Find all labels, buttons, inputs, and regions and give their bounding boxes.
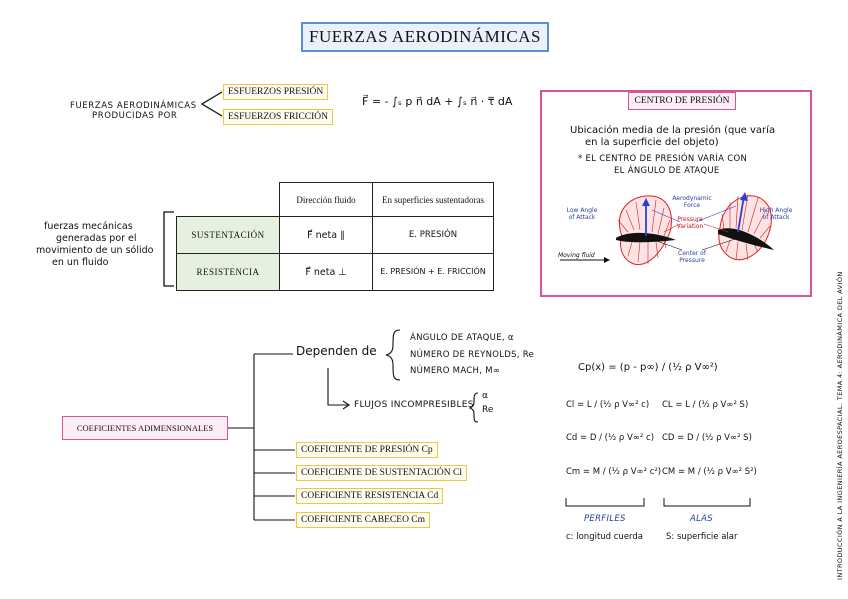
- airfoil-pressure-figure: [560, 192, 774, 266]
- fig-high-angle-label: High Angle of Attack: [759, 207, 793, 221]
- formula-cp: Cp(x) = (p - p∞) / (½ ρ V∞²): [578, 362, 718, 373]
- row-surface: E. PRESIÓN + E. FRICCIÓN: [372, 253, 494, 291]
- coef-item-cp: COEFICIENTE DE PRESIÓN Cp: [296, 442, 438, 458]
- coef-item-cl: COEFICIENTE DE SUSTENTACIÓN Cl: [296, 465, 467, 481]
- mechanical-bracket: [163, 211, 174, 287]
- coefficients-main-box: COEFICIENTES ADIMENSIONALES: [62, 416, 228, 440]
- fig-low-angle-label: Low Angle of Attack: [566, 207, 598, 221]
- box-esfuerzos-presion: ESFUERZOS PRESIÓN: [223, 84, 329, 100]
- coef-item-cm: COEFICIENTE CABECEO Cm: [296, 512, 431, 528]
- depends-on-label: Dependen de: [296, 344, 377, 358]
- fig-pressure-variation-label: Pressure Variation: [676, 216, 704, 230]
- row-label-resistencia: RESISTENCIA: [176, 253, 280, 291]
- row-direction: F⃗ neta ∥: [279, 216, 373, 254]
- cop-note-line2: EL ÁNGULO DE ATAQUE: [614, 166, 720, 176]
- forces-table: Dirección fluido En superficies sustenta…: [176, 182, 494, 291]
- row-label-sustentacion: SUSTENTACIÓN: [176, 216, 280, 254]
- intro-label-line2: PRODUCIDAS POR: [92, 111, 178, 121]
- cop-text-line2: en la superficie del objeto): [585, 137, 719, 148]
- fig-aero-force-label: Aerodynamic Force: [672, 195, 712, 209]
- table-row: SUSTENTACIÓN F⃗ neta ∥ E. PRESIÓN: [176, 216, 494, 254]
- label-perfiles: PERFILES: [584, 514, 626, 524]
- fig-moving-fluid-label: Moving fluid: [558, 252, 595, 259]
- intro-bracket-arrow: [200, 91, 223, 117]
- depend-item-mach: NÚMERO MACH, M∞: [410, 366, 501, 376]
- note-s: S: superficie alar: [666, 532, 738, 542]
- row-direction: F⃗ neta ⊥: [279, 253, 373, 291]
- mechanical-line2: generadas por el: [56, 233, 137, 244]
- formula-cd-profile: Cd = D / (½ ρ V∞² c): [566, 433, 655, 443]
- center-of-pressure-panel: [540, 90, 812, 297]
- table-corner: [176, 182, 280, 217]
- incompressible-label: FLUJOS INCOMPRESIBLES: [354, 400, 474, 410]
- formula-cl-profile: Cl = L / (½ ρ V∞² c): [566, 400, 650, 410]
- formula-brackets: [565, 498, 751, 507]
- formula-cl-wing: CL = L / (½ ρ V∞² S): [662, 400, 749, 410]
- row-surface: E. PRESIÓN: [372, 216, 494, 254]
- incompressible-var-alpha: α: [482, 391, 488, 401]
- table-row: RESISTENCIA F⃗ neta ⊥ E. PRESIÓN + E. FR…: [176, 253, 494, 291]
- mechanical-line4: en un fluido: [52, 257, 109, 268]
- note-c: c: longitud cuerda: [566, 532, 644, 542]
- center-of-pressure-title: CENTRO DE PRESIÓN: [628, 92, 736, 110]
- formula-cd-wing: CD = D / (½ ρ V∞² S): [662, 433, 752, 443]
- intro-label-line1: FUERZAS AERODINÁMICAS: [70, 101, 197, 111]
- coef-item-cd: COEFICIENTE RESISTENCIA Cd: [296, 488, 444, 504]
- formula-cm-wing: CM = M / (½ ρ V∞² S²): [662, 467, 757, 477]
- mechanical-line1: fuerzas mecánicas: [44, 221, 133, 232]
- incompressible-var-re: Re: [482, 405, 494, 415]
- page-title: FUERZAS AERODINÁMICAS: [301, 22, 549, 52]
- label-alas: ALAS: [690, 514, 713, 524]
- box-esfuerzos-friccion: ESFUERZOS FRICCIÓN: [223, 109, 334, 125]
- formula-cm-profile: Cm = M / (½ ρ V∞² c²): [566, 467, 662, 477]
- table-header-surface: En superficies sustentadoras: [372, 182, 494, 217]
- depend-item-angle: ÁNGULO DE ATAQUE, α: [410, 333, 514, 343]
- cop-note-line1: * EL CENTRO DE PRESIÓN VARÍA CON: [578, 154, 748, 164]
- cop-text-line1: Ubicación media de la presión (que varía: [570, 125, 776, 136]
- fig-center-label: Center of Pressure: [678, 250, 706, 264]
- mechanical-line3: movimiento de un sólido: [36, 245, 154, 256]
- depend-item-reynolds: NÚMERO DE REYNOLDS, Re: [410, 350, 535, 360]
- force-integral-formula: F⃗ = - ∫ₛ p n⃗ dA + ∫ₛ n⃗ · τ̿ dA: [362, 95, 513, 108]
